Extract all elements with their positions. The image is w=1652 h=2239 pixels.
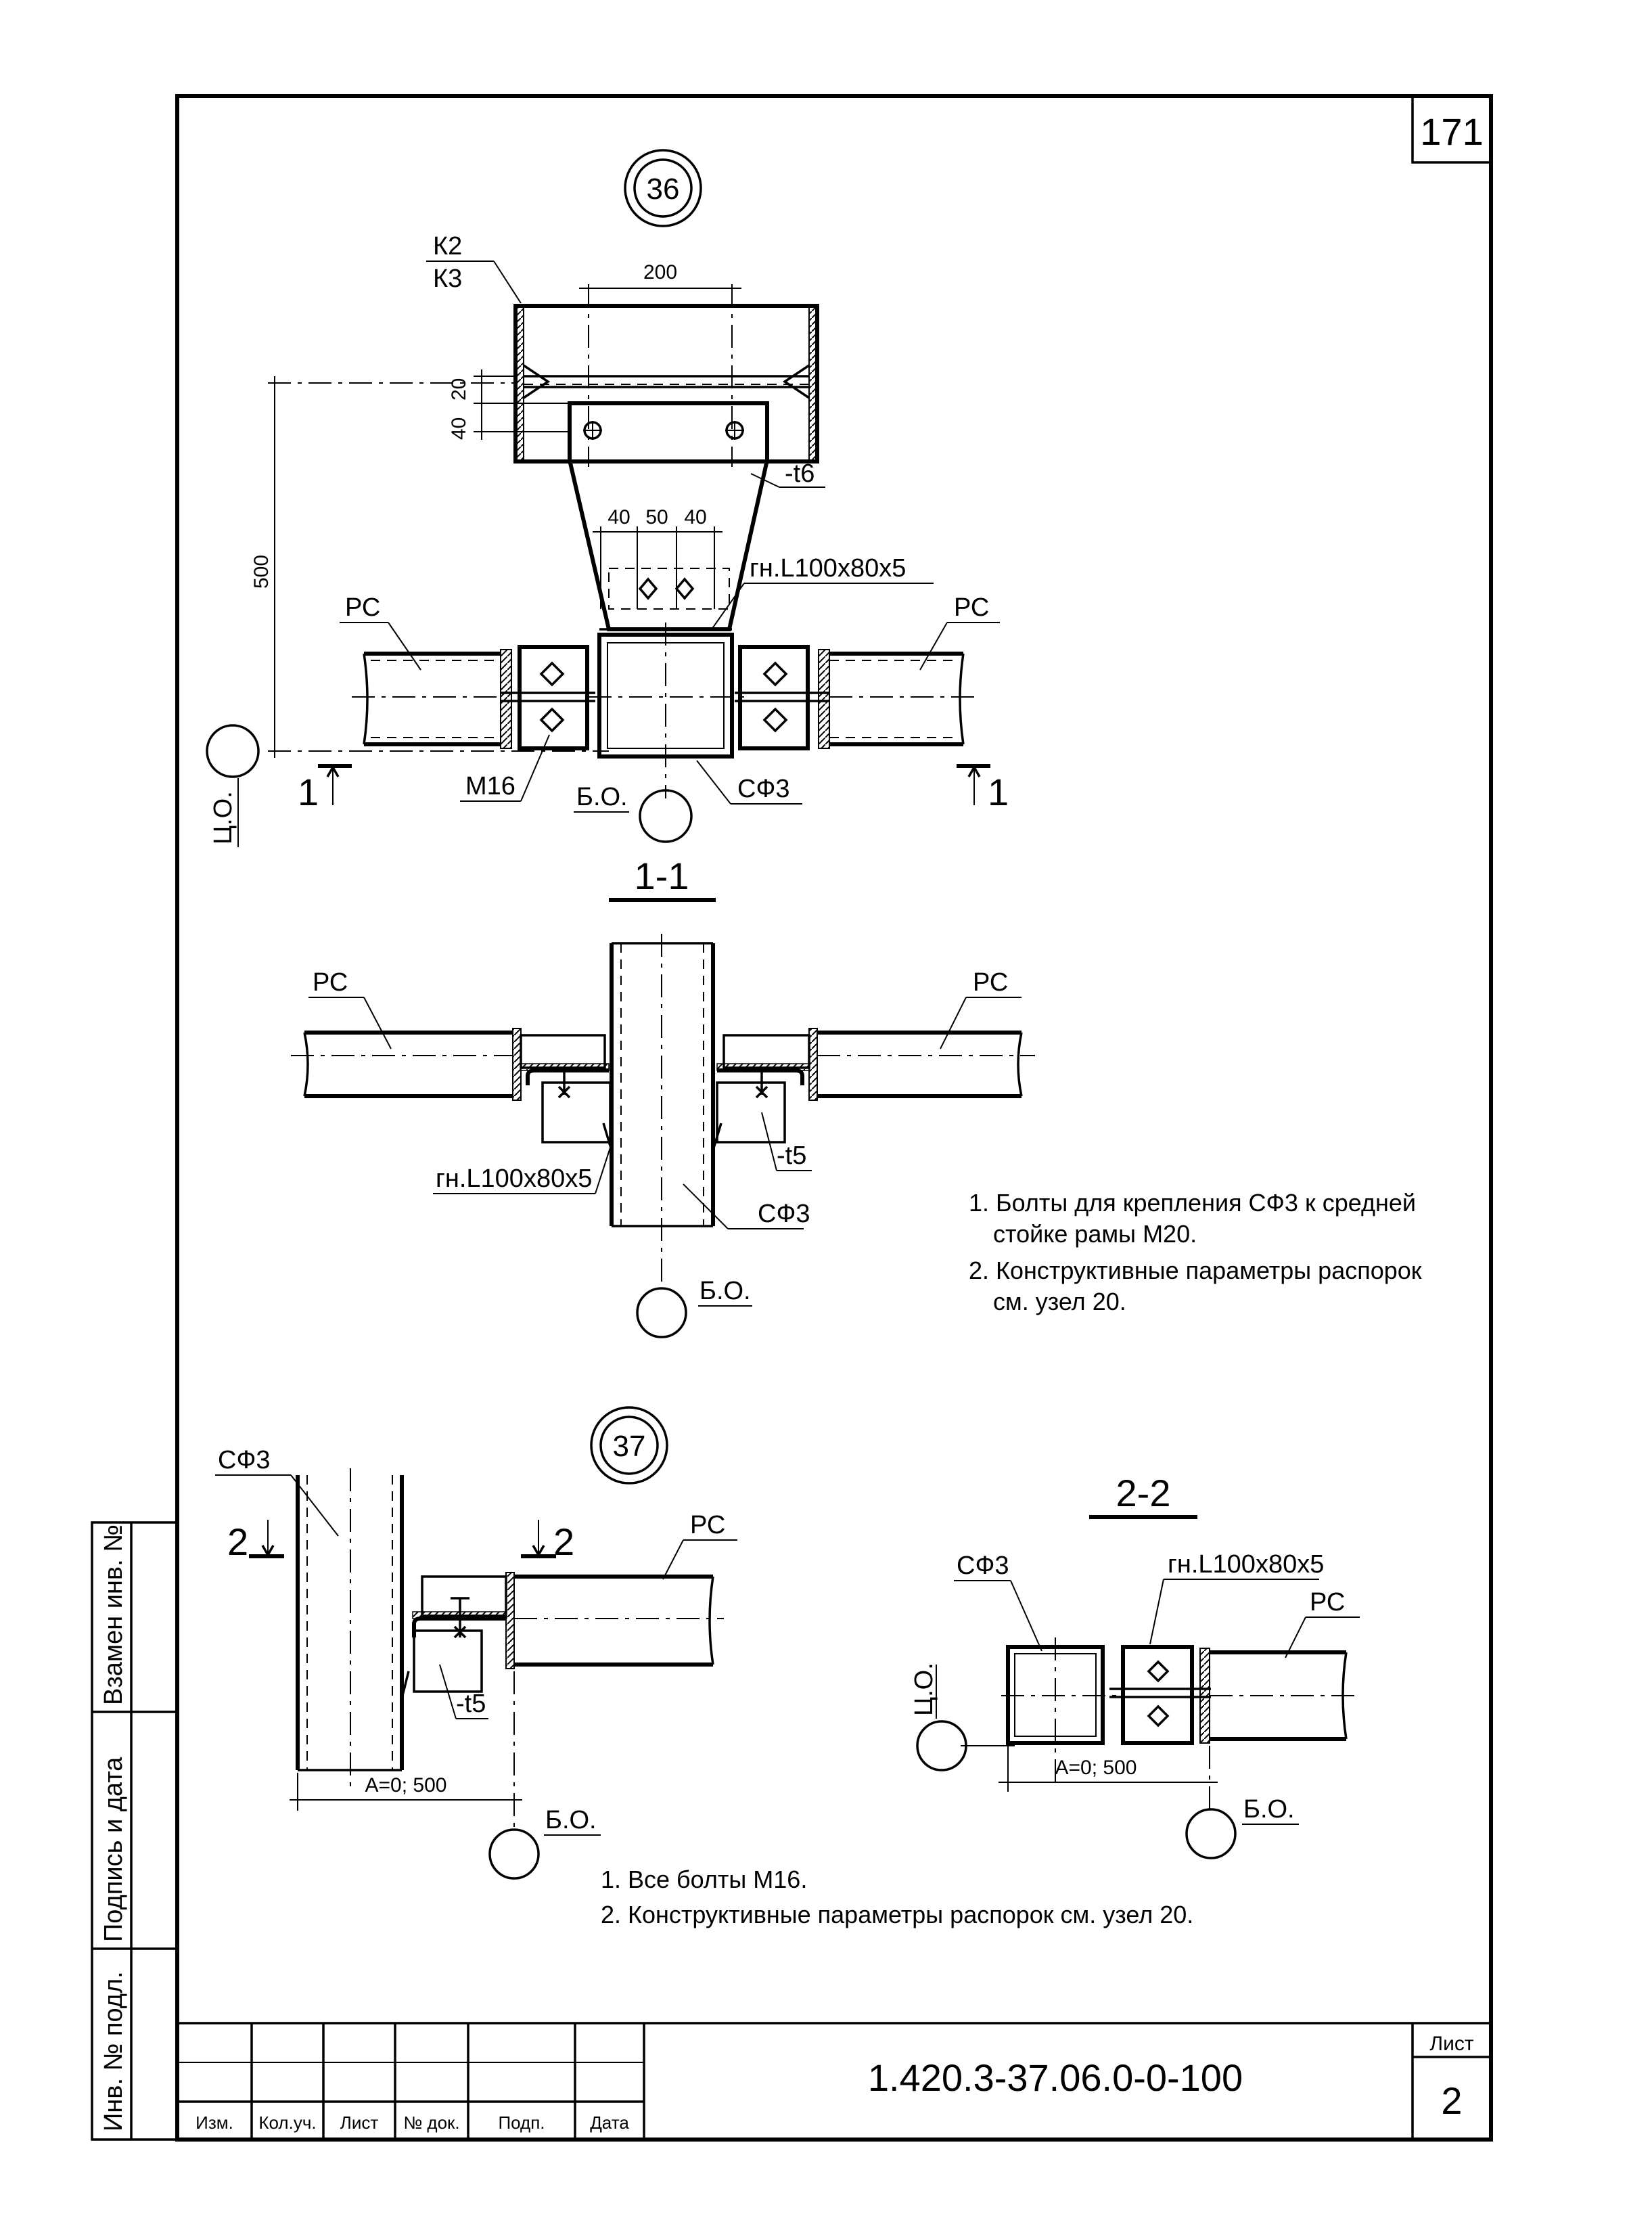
tb-col-izm: Изм. bbox=[196, 2112, 233, 2133]
node36-bolt: М16 bbox=[465, 772, 515, 800]
section11-title: 1-1 bbox=[635, 855, 689, 897]
node36-dim-40: 40 bbox=[448, 417, 470, 440]
section11-rs-right: РС bbox=[973, 968, 1008, 997]
sheet-frame: 171 bbox=[175, 94, 1493, 2142]
section22-bo: Б.О. bbox=[1243, 1795, 1295, 1824]
section11-note-2b: см. узел 20. bbox=[993, 1288, 1126, 1315]
node37-plate: -t5 bbox=[456, 1690, 486, 1718]
node36-callout: 36 bbox=[647, 173, 680, 206]
node37-sf3: СФ3 bbox=[218, 1446, 270, 1474]
section22-angle: гн.L100x80x5 bbox=[1168, 1550, 1324, 1579]
section11-bo: Б.О. bbox=[699, 1277, 751, 1305]
tb-col-list: Лист bbox=[340, 2112, 379, 2133]
node37-bo: Б.О. bbox=[545, 1806, 597, 1834]
section22-rs: РС bbox=[1310, 1588, 1345, 1616]
section11-plate: -t5 bbox=[777, 1141, 806, 1170]
node36-bo: Б.О. bbox=[576, 783, 628, 811]
node36-dim-200: 200 bbox=[643, 261, 677, 284]
tb-col-kolych: Кол.уч. bbox=[258, 2112, 316, 2133]
side-stamp: Взамен инв. № Подпись и дата Инв. № подл… bbox=[91, 1521, 179, 2141]
node36-plate: -t6 bbox=[785, 459, 814, 488]
section22-title: 2-2 bbox=[1116, 1472, 1171, 1514]
section11-note-1b: стойке рамы М20. bbox=[993, 1220, 1197, 1248]
node36-co: Ц.О. bbox=[209, 791, 237, 844]
node36-rs-left: РС bbox=[345, 593, 380, 622]
section11-rs-left: РС bbox=[313, 968, 348, 997]
section22-dim: А=0; 500 bbox=[1055, 1757, 1137, 1779]
tb-col-ndok: № док. bbox=[403, 2112, 459, 2133]
section11-angle: гн.L100x80x5 bbox=[436, 1164, 592, 1193]
node36-sec-right: 1 bbox=[988, 771, 1009, 813]
section11-note-1: 1. Болты для крепления СФ3 к средней bbox=[969, 1189, 1416, 1217]
stamp-replacement-inv: Взамен инв. № bbox=[99, 1524, 128, 1705]
node37-dim: А=0; 500 bbox=[365, 1774, 447, 1796]
node37-sec-right: 2 bbox=[553, 1520, 574, 1563]
node36-dim-40a: 40 bbox=[607, 506, 630, 528]
sheet-label: Лист bbox=[1429, 2033, 1473, 2055]
node36-dim-40b: 40 bbox=[684, 506, 706, 528]
node36-dim-20: 20 bbox=[448, 378, 470, 401]
section11-sf3: СФ3 bbox=[758, 1200, 810, 1228]
stamp-signature-date: Подпись и дата bbox=[99, 1757, 128, 1942]
node36-sf3: СФ3 bbox=[737, 775, 789, 803]
section22-sf3: СФ3 bbox=[957, 1552, 1009, 1580]
stamp-original-inv: Инв. № подл. bbox=[99, 1971, 128, 2131]
node36-dim-500: 500 bbox=[250, 555, 273, 589]
node37-note-1: 1. Все болты М16. bbox=[601, 1865, 807, 1893]
node36-k3: К3 bbox=[433, 265, 462, 293]
node36-k2: К2 bbox=[433, 232, 462, 261]
node37-rs: РС bbox=[690, 1511, 725, 1539]
node36-dim-50: 50 bbox=[645, 506, 668, 528]
node36-rs-right: РС bbox=[954, 593, 989, 622]
section-1-1: 1-1 РС bbox=[291, 855, 1422, 1338]
node37-sec-left: 2 bbox=[227, 1520, 248, 1563]
title-block: Изм. Кол.уч. Лист № док. Подп. Дата 1.42… bbox=[177, 2022, 1491, 2140]
node36-angle: гн.L100x80x5 bbox=[750, 554, 906, 583]
node-37: 37 СФ3 2 2 РС bbox=[215, 1406, 1193, 1928]
tb-col-podp: Подп. bbox=[498, 2112, 545, 2133]
section22-co: Ц.О. bbox=[910, 1663, 938, 1716]
node36-sec-left: 1 bbox=[298, 771, 319, 813]
tb-col-data: Дата bbox=[590, 2112, 629, 2133]
sheet-number: 2 bbox=[1441, 2079, 1462, 2122]
section-2-2: 2-2 СФ3 гн.L100x80x5 РС Ц.О bbox=[910, 1472, 1360, 1859]
top-sheet-number: 171 bbox=[1420, 110, 1483, 153]
node37-note-2: 2. Конструктивные параметры распорок см.… bbox=[601, 1901, 1193, 1928]
designation: 1.420.3-37.06.0-0-100 bbox=[868, 2056, 1243, 2099]
node37-callout: 37 bbox=[613, 1430, 646, 1463]
section11-note-2: 2. Конструктивные параметры распорок bbox=[969, 1257, 1422, 1284]
node-36: 36 К2 К3 200 20 40 500 bbox=[206, 149, 1009, 847]
